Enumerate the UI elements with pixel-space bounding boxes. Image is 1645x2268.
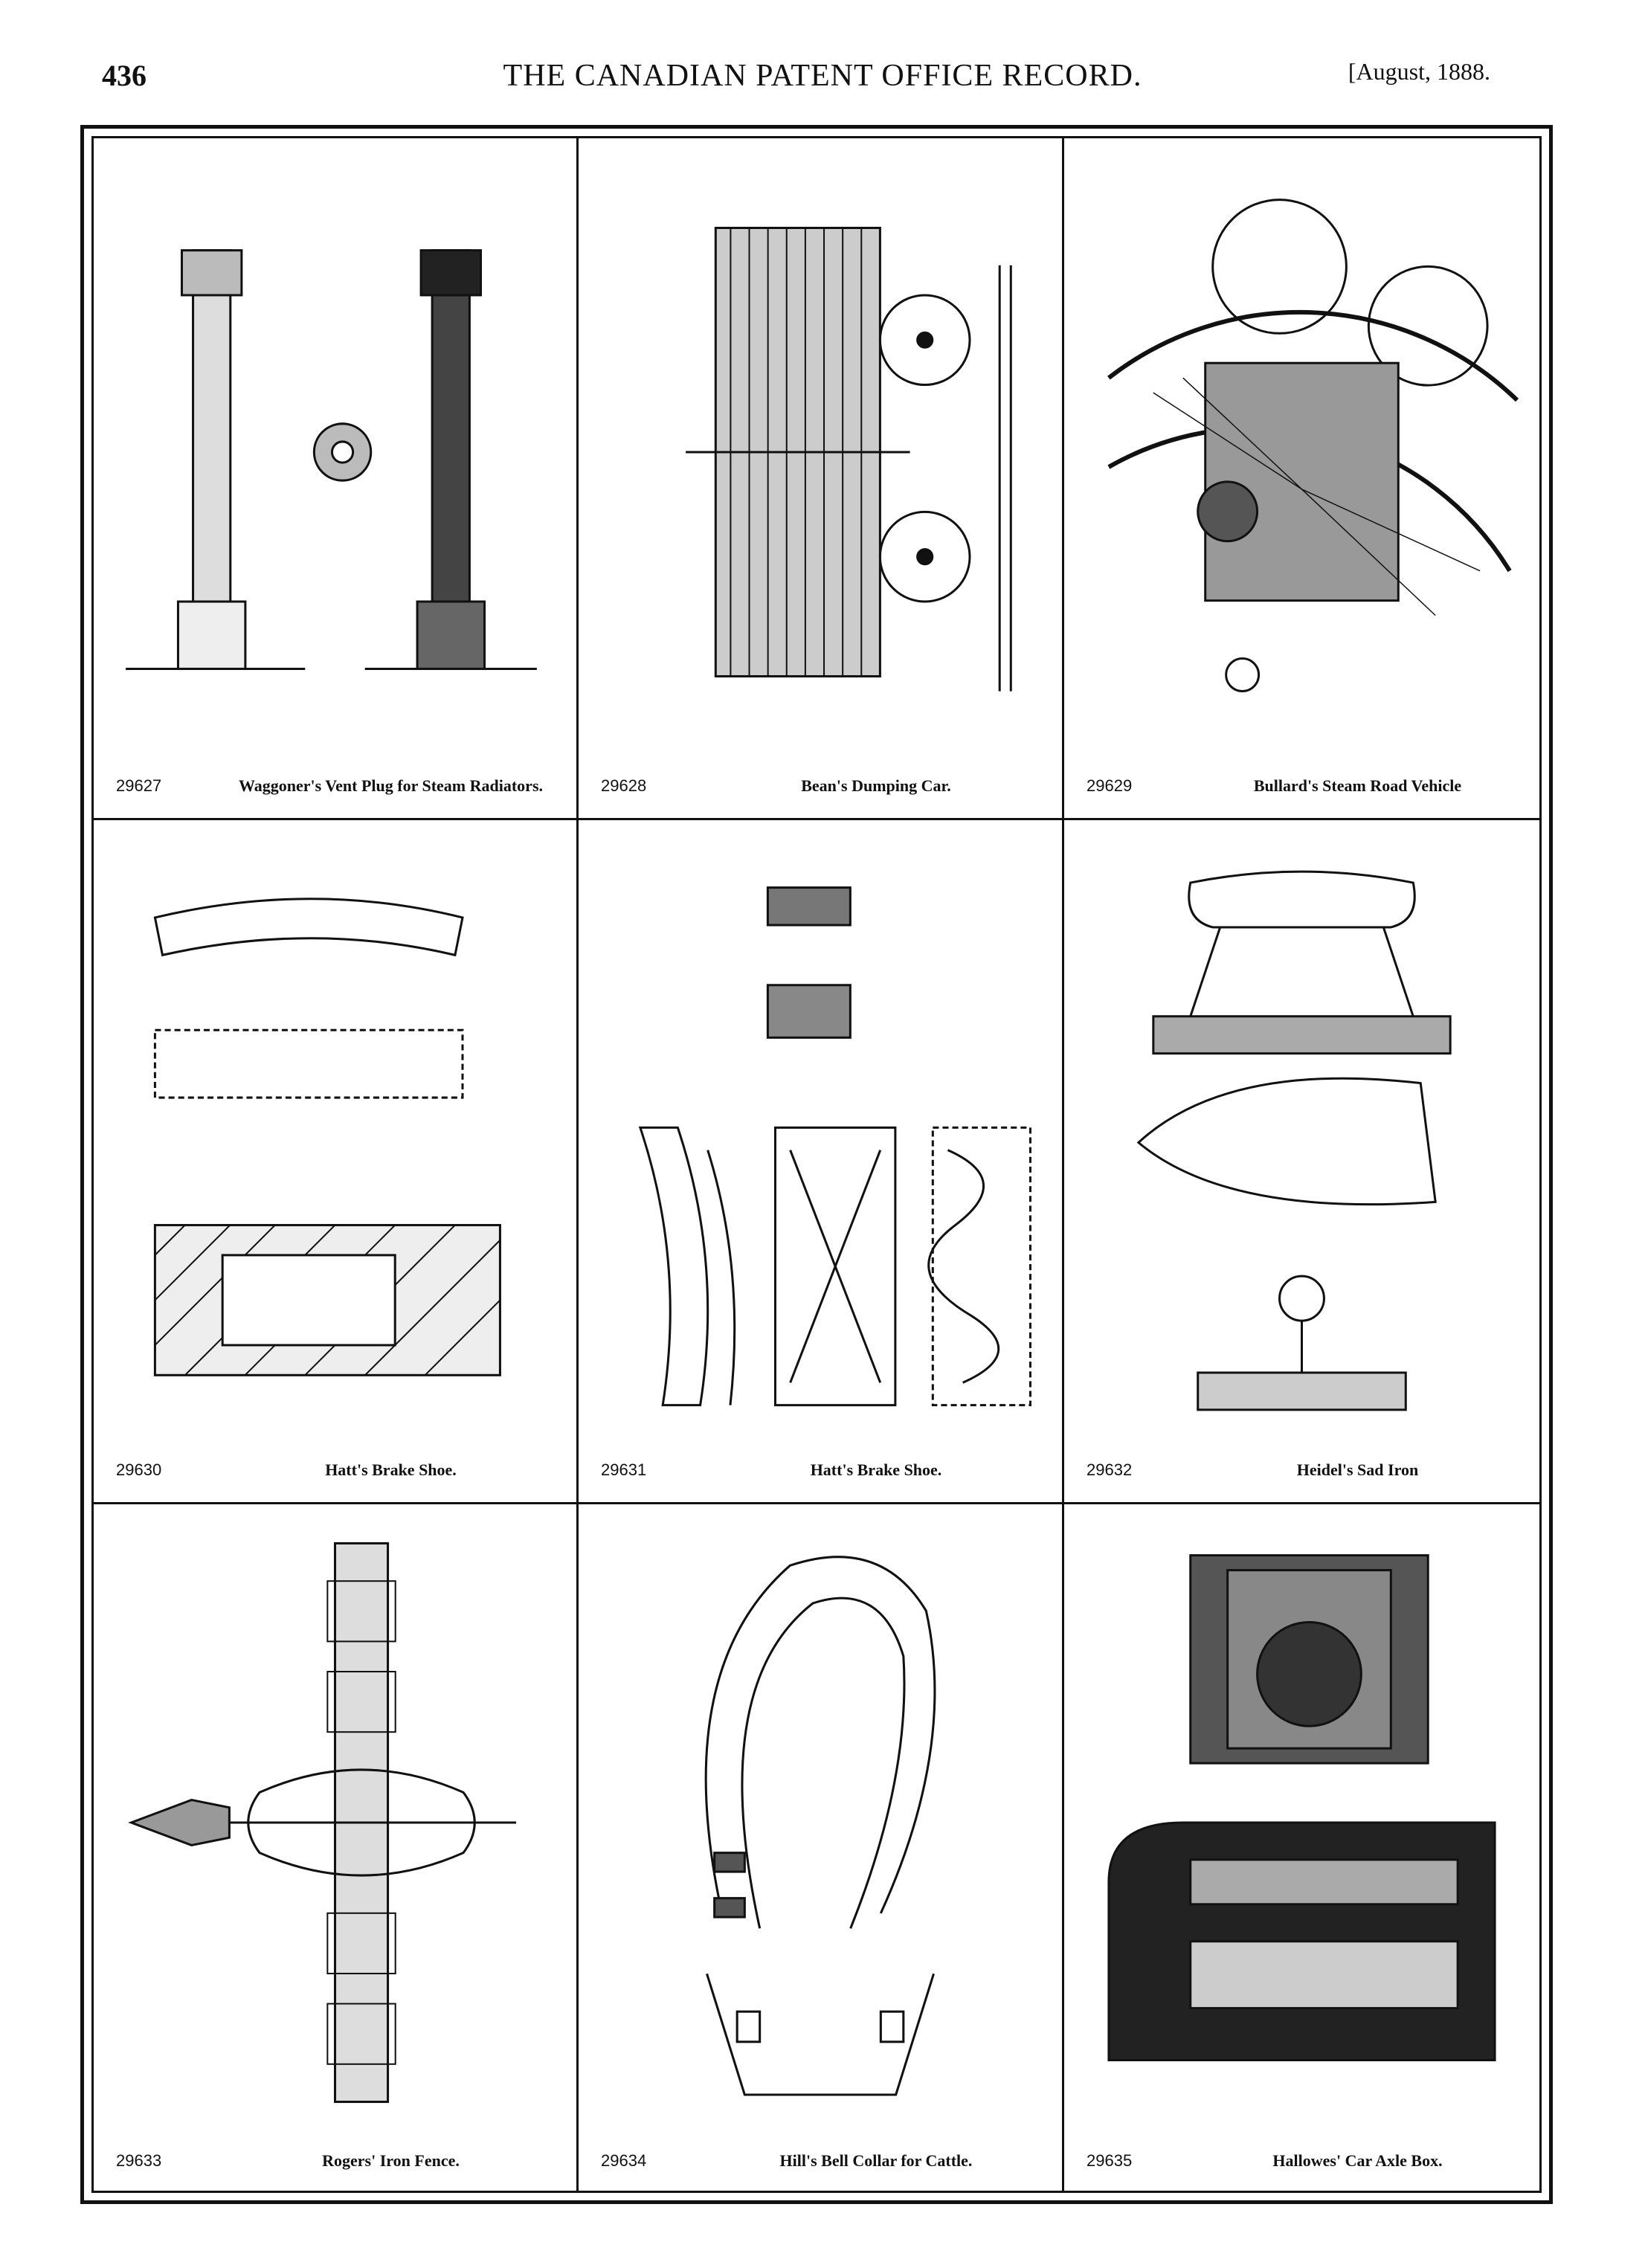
patent-title: Hill's Bell Collar for Cattle. [779,2151,973,2170]
figure-cell: 29634 Hill's Bell Collar for Cattle. [579,1504,1062,2193]
vent-plug-drawing-icon [109,153,561,751]
figure-cell: 29627 Waggoner's Vent Plug for Steam Rad… [94,138,576,818]
figure-caption: 29627 Waggoner's Vent Plug for Steam Rad… [116,776,561,796]
figure-cell: 29633 Rogers' Iron Fence. [94,1504,576,2193]
row-divider [91,818,1542,820]
patent-title: Hatt's Brake Shoe. [325,1460,457,1479]
figure-cell: 29629 Bullard's Steam Road Vehicle [1064,138,1539,818]
axle-box-drawing-icon [1079,1519,1525,2126]
steam-vehicle-drawing-icon [1079,153,1525,751]
figure-cell: 29630 Hatt's Brake Shoe. [94,820,576,1502]
brake-shoe-drawing-icon [109,835,561,1435]
page-number: 436 [102,59,147,92]
figure-caption: 29631 Hatt's Brake Shoe. [601,1460,1047,1480]
patent-number: 29630 [116,1460,162,1479]
patent-number: 29628 [601,776,647,795]
sad-iron-drawing-icon [1079,835,1525,1435]
patent-title: Waggoner's Vent Plug for Steam Radiators… [238,776,544,795]
patent-number: 29635 [1087,2151,1133,2170]
iron-fence-drawing-icon [109,1519,561,2126]
page-title: THE CANADIAN PATENT OFFICE RECORD. [503,59,1142,93]
bell-collar-drawing-icon [593,1519,1047,2126]
figure-caption: 29632 Heidel's Sad Iron [1087,1460,1525,1480]
patent-title: Hatt's Brake Shoe. [810,1460,942,1479]
patent-number: 29633 [116,2151,162,2170]
column-divider [576,136,579,2193]
figure-cell: 29635 Hallowes' Car Axle Box. [1064,1504,1539,2193]
figure-caption: 29630 Hatt's Brake Shoe. [116,1460,561,1480]
figure-cell: 29632 Heidel's Sad Iron [1064,820,1539,1502]
column-divider [1062,136,1064,2193]
patent-number: 29629 [1087,776,1133,795]
patent-title: Rogers' Iron Fence. [322,2151,460,2170]
figure-caption: 29628 Bean's Dumping Car. [601,776,1047,796]
figure-caption: 29634 Hill's Bell Collar for Cattle. [601,2151,1047,2171]
patent-title: Bean's Dumping Car. [801,776,951,795]
outer-border [80,125,1553,2204]
patent-number: 29631 [601,1460,647,1479]
patent-number: 29627 [116,776,162,795]
row-divider [91,1502,1542,1504]
issue-date: [August, 1888. [1348,58,1490,85]
figure-caption: 29633 Rogers' Iron Fence. [116,2151,561,2171]
patent-number: 29632 [1087,1460,1133,1479]
patent-title: Heidel's Sad Iron [1296,1460,1419,1479]
patent-title: Bullard's Steam Road Vehicle [1253,776,1462,795]
figure-caption: 29635 Hallowes' Car Axle Box. [1087,2151,1525,2171]
patent-title: Hallowes' Car Axle Box. [1272,2151,1443,2170]
figure-caption: 29629 Bullard's Steam Road Vehicle [1087,776,1525,796]
dumping-car-drawing-icon [593,153,1047,751]
brake-shoe-drawing-icon [593,835,1047,1435]
figure-cell: 29628 Bean's Dumping Car. [579,138,1062,818]
patent-number: 29634 [601,2151,647,2170]
inner-border [91,136,1542,2193]
figure-cell: 29631 Hatt's Brake Shoe. [579,820,1062,1502]
